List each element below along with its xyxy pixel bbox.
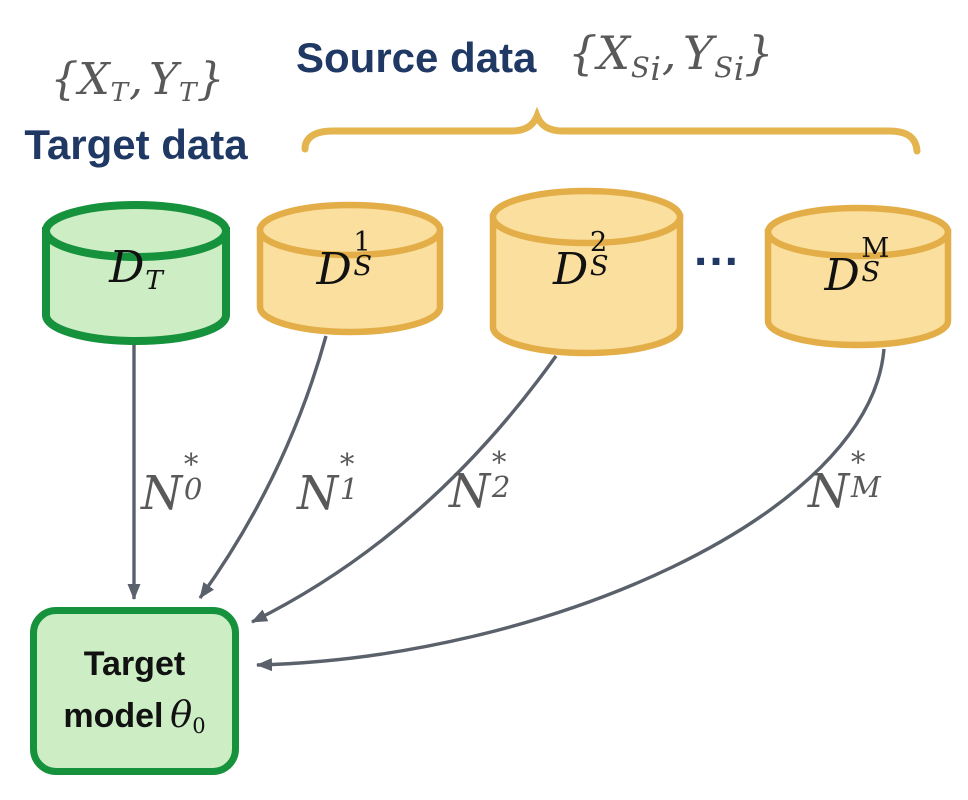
arrow-n1: [198, 335, 328, 599]
d-subscript: S: [861, 256, 881, 288]
arrow-nm: [256, 348, 886, 672]
x-symbol: X: [597, 26, 631, 80]
d-superscript: 2: [589, 226, 608, 258]
theta-subscript: 0: [192, 712, 206, 738]
n-scripts: *M: [849, 447, 883, 507]
source-db-m-cylinder: [764, 204, 952, 349]
brace-close: }: [196, 54, 225, 105]
arrow-label-n0: N*0: [141, 449, 216, 517]
cylinder-body: [489, 213, 684, 357]
y-subscript: S: [714, 50, 734, 84]
n-symbol: N: [297, 466, 339, 521]
d-subscript: S: [589, 250, 609, 282]
arrow-n2: [251, 355, 558, 624]
n-superscript: *: [183, 446, 199, 481]
source-db-1-cylinder: [256, 201, 444, 336]
source-db-2-cylinder: [489, 187, 684, 357]
target-model-line1: Target: [83, 645, 186, 684]
source-brace: [301, 106, 921, 155]
d-symbol: D: [316, 244, 352, 295]
cylinder-top: [42, 201, 230, 261]
n-subscript: M: [850, 470, 881, 505]
brace-open: {: [568, 26, 598, 80]
cylinder-body: [42, 227, 230, 345]
x-subsubscript: i: [650, 49, 661, 89]
d-subscript: S: [353, 250, 373, 282]
y-subscript: T: [178, 77, 197, 109]
model-word: model: [63, 697, 164, 735]
cylinder-body: [256, 226, 444, 336]
y-symbol: Y: [682, 26, 714, 80]
source-data-label: Source data: [296, 34, 537, 81]
x-subscript: S: [630, 50, 650, 84]
y-subsubscript: i: [733, 49, 745, 89]
d-symbol: D: [553, 244, 589, 295]
target-db-cylinder: [42, 201, 230, 345]
d-superscript: 1: [353, 226, 371, 258]
n-subscript: 0: [183, 472, 203, 507]
d-symbol: D: [824, 250, 860, 301]
theta-symbol: θ: [170, 693, 193, 736]
cylinder-top: [256, 201, 444, 259]
comma: ,: [661, 26, 677, 80]
ellipsis-label: ...: [694, 223, 741, 276]
n-superscript: *: [491, 444, 507, 479]
target-db-label: DT: [46, 246, 226, 295]
comma: ,: [129, 54, 143, 105]
n-superscript: *: [339, 446, 355, 481]
n-symbol: N: [449, 464, 491, 519]
y-symbol: Y: [149, 54, 179, 105]
cylinder-top: [489, 187, 684, 247]
d-superscript: M: [861, 232, 890, 264]
cylinder-top: [764, 204, 952, 260]
source-set-label: {XSi,YSi}: [568, 30, 774, 85]
arrow-label-n2: N*2: [449, 447, 524, 515]
d-symbol: D: [109, 242, 145, 293]
x-subscript: T: [110, 77, 129, 109]
cylinder-body: [764, 228, 952, 349]
x-symbol: X: [78, 54, 110, 105]
arrow-label-n1: N*1: [297, 449, 372, 517]
n-scripts: *0: [182, 449, 216, 509]
brace-open: {: [50, 54, 79, 105]
target-set-label: {XT,YT}: [40, 58, 235, 107]
d-subscript: T: [145, 265, 163, 297]
n-scripts: *2: [490, 447, 524, 507]
n-symbol: N: [141, 466, 183, 521]
n-superscript: *: [850, 444, 866, 479]
n-symbol: N: [808, 464, 850, 519]
target-data-label: Target data: [24, 121, 248, 168]
brace-close: }: [744, 26, 774, 80]
n-scripts: *1: [338, 449, 372, 509]
arrow-label-nm: N*M: [808, 447, 883, 515]
n-subscript: 1: [339, 472, 359, 507]
n-subscript: 2: [491, 470, 511, 505]
